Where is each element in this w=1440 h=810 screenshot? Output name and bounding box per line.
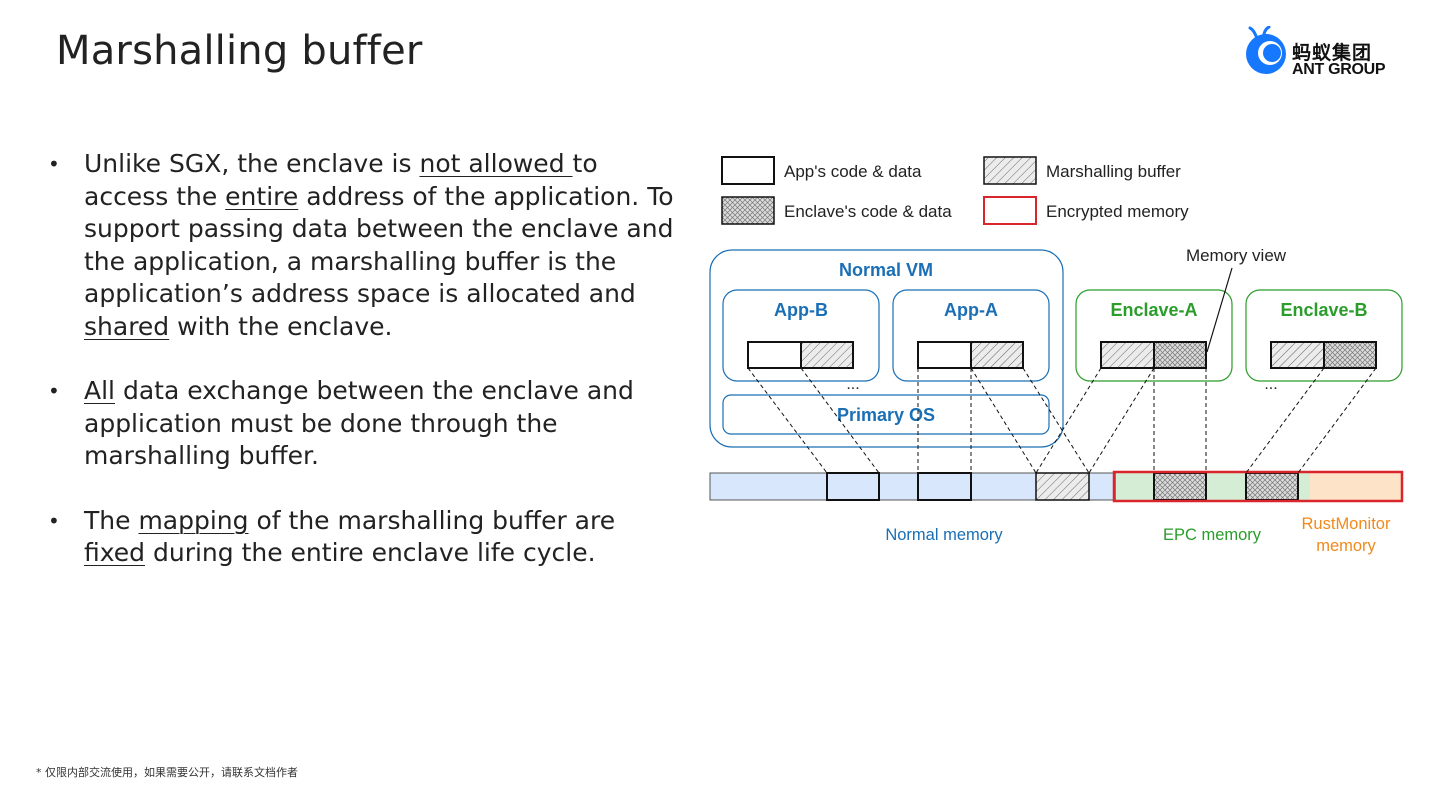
- enclave-a-label: Enclave-A: [1110, 300, 1197, 320]
- bullet-text: to access the: [84, 149, 598, 211]
- bullet-text: with the enclave.: [169, 311, 393, 341]
- underlined-text: mapping: [138, 505, 249, 535]
- app-b-label: App-B: [774, 300, 828, 320]
- enclave-b-label: Enclave-B: [1280, 300, 1367, 320]
- normal-vm-label: Normal VM: [839, 260, 933, 280]
- ant-logo-icon: [1246, 26, 1286, 74]
- app-a-marshalling-block: [970, 341, 1024, 369]
- bullet-text: during the entire enclave life cycle.: [145, 538, 596, 567]
- footnote: * 仅限内部交流使用，如果需要公开，请联系文档作者: [36, 766, 298, 779]
- primary-os-label: Primary OS: [837, 405, 935, 425]
- mem-app-a-code: [917, 472, 972, 501]
- vm-ellipsis: ...: [846, 376, 859, 393]
- rustmonitor-memory-region: [1310, 473, 1402, 500]
- memory-view-label: Memory view: [1186, 246, 1287, 265]
- enclave-a-marshalling-block: [1100, 341, 1155, 369]
- bullet-dot: •: [48, 379, 60, 403]
- legend-app-code-label: App's code & data: [784, 162, 922, 181]
- rustmonitor-label-line1: RustMonitor: [1302, 515, 1391, 533]
- bullet-text: The: [84, 505, 139, 535]
- legend-enclave-code-label: Enclave's code & data: [784, 202, 952, 221]
- underlined-text: shared: [84, 311, 170, 341]
- legend-swatch-app-code: [721, 156, 775, 185]
- normal-vm-box: [709, 249, 1064, 448]
- memory-view-pointer: [1206, 267, 1233, 353]
- rustmonitor-label-line2: memory: [1316, 537, 1376, 555]
- app-a-label: App-A: [944, 300, 998, 320]
- primary-os-box: [722, 394, 1050, 435]
- enclave-b-marshalling-block: [1270, 341, 1325, 369]
- bullet-text: Unlike SGX, the enclave is: [84, 149, 420, 178]
- bullet-text: data exchange between the enclave and ap…: [84, 376, 634, 470]
- bullet-list: •Unlike SGX, the enclave is not allowed …: [40, 148, 680, 602]
- app-a-box: [892, 289, 1050, 382]
- app-b-box: [722, 289, 880, 382]
- mem-app-b-code: [826, 472, 880, 501]
- bullet-text: of the marshalling buffer are: [248, 505, 616, 535]
- bullet-dot: •: [48, 152, 60, 176]
- enclave-ellipsis: ...: [1264, 376, 1277, 393]
- underlined-text: not allowed: [419, 149, 573, 178]
- legend-swatch-encrypted: [983, 196, 1037, 225]
- underlined-text: entire: [225, 181, 299, 211]
- enclave-a-code-block: [1153, 341, 1207, 369]
- bullet-item-isolation: •Unlike SGX, the enclave is not allowed …: [40, 148, 680, 343]
- mapping-lines: [747, 367, 1377, 474]
- enclave-a-box: [1075, 289, 1233, 382]
- legend-swatch-enclave-code: [721, 196, 775, 225]
- underlined-text: fixed: [84, 538, 146, 567]
- legend-encrypted-label: Encrypted memory: [1046, 202, 1189, 221]
- enclave-b-box: [1245, 289, 1403, 382]
- app-a-code-block: [917, 341, 972, 369]
- app-b-code-block: [747, 341, 802, 369]
- legend-swatch-marshalling: [983, 156, 1037, 185]
- bullet-item-fixed-mapping: • The mapping of the marshalling buffer a…: [40, 505, 680, 570]
- enclave-b-code-block: [1323, 341, 1377, 369]
- mem-marshalling-buffer: [1035, 472, 1090, 501]
- app-b-marshalling-block: [800, 341, 854, 369]
- underlined-text: All: [84, 376, 115, 405]
- epc-memory-label: EPC memory: [1163, 526, 1262, 544]
- bullet-item-data-exchange: • All data exchange between the enclave a…: [40, 375, 680, 473]
- legend-marshalling-label: Marshalling buffer: [1046, 162, 1181, 181]
- encrypted-memory-outline: [1112, 470, 1404, 503]
- ant-group-logo: 蚂蚁集团 ANT GROUP: [1242, 26, 1412, 82]
- page-title: Marshalling buffer: [56, 28, 423, 74]
- bullet-dot: •: [48, 508, 60, 533]
- logo-english-text: ANT GROUP: [1292, 61, 1386, 78]
- normal-memory-label: Normal memory: [885, 526, 1003, 544]
- mem-enclave-b-code: [1245, 472, 1299, 501]
- bullet-text: address of the application. To support p…: [84, 181, 674, 309]
- mem-enclave-a-code: [1153, 472, 1207, 501]
- logo-chinese-text: 蚂蚁集团: [1292, 42, 1373, 64]
- memory-architecture-diagram: App's code & data Marshalling buffer Enc…: [709, 156, 1404, 555]
